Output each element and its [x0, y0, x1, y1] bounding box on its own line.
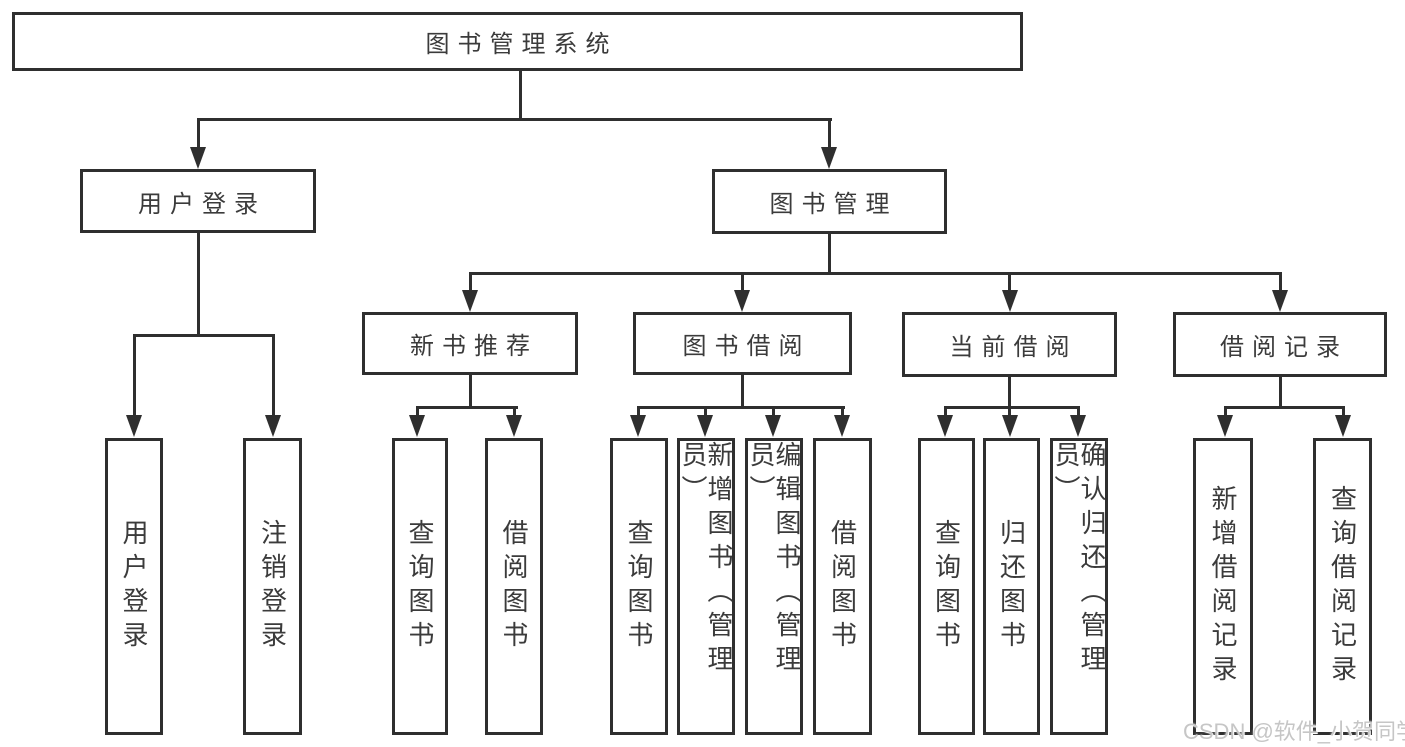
- arrow-down-icon: [506, 415, 522, 437]
- leaf-query-books-recommend: 查询图书: [392, 438, 448, 735]
- leaf-query-borrow-record: 查询借阅记录: [1313, 438, 1372, 735]
- connector-line: [416, 408, 419, 417]
- connector-line: [197, 118, 832, 121]
- connector-line: [1008, 408, 1011, 417]
- connector-line: [513, 408, 516, 417]
- connector-line: [1008, 274, 1011, 292]
- arrow-down-icon: [937, 415, 953, 437]
- connector-line: [841, 408, 844, 417]
- node-library-management-system: 图书管理系统: [12, 12, 1023, 71]
- leaf-confirm-return-admin: 确认归还（管理员）: [1050, 438, 1108, 735]
- leaf-edit-book-admin: 编辑图书（管理员）: [745, 438, 803, 735]
- connector-line: [741, 375, 744, 408]
- arrow-down-icon: [834, 415, 850, 437]
- connector-line: [272, 336, 275, 416]
- leaf-user-login: 用户登录: [105, 438, 163, 735]
- node-book-borrowing: 图书借阅: [633, 312, 852, 375]
- connector-line: [469, 274, 472, 292]
- leaf-add-book-admin: 新增图书（管理员）: [677, 438, 735, 735]
- leaf-return-books: 归还图书: [983, 438, 1040, 735]
- arrow-down-icon: [697, 415, 713, 437]
- connector-line: [1224, 406, 1345, 409]
- connector-line: [828, 234, 831, 274]
- node-new-book-recommend: 新书推荐: [362, 312, 578, 375]
- arrow-down-icon: [1335, 415, 1351, 437]
- connector-line: [1077, 408, 1080, 417]
- connector-line: [133, 336, 136, 416]
- arrow-down-icon: [265, 415, 281, 437]
- connector-line: [519, 71, 522, 118]
- arrow-down-icon: [126, 415, 142, 437]
- arrow-down-icon: [1272, 290, 1288, 312]
- leaf-borrow-books-recommend: 借阅图书: [485, 438, 543, 735]
- connector-line: [1224, 408, 1227, 417]
- connector-line: [197, 120, 200, 149]
- connector-line: [828, 120, 831, 149]
- leaf-logout: 注销登录: [243, 438, 302, 735]
- leaf-query-books-borrowing: 查询图书: [610, 438, 668, 735]
- connector-line: [1342, 408, 1345, 417]
- arrow-down-icon: [765, 415, 781, 437]
- connector-line: [469, 272, 1282, 275]
- arrow-down-icon: [821, 147, 837, 169]
- leaf-add-borrow-record: 新增借阅记录: [1193, 438, 1253, 735]
- leaf-query-books-current: 查询图书: [918, 438, 975, 735]
- connector-line: [637, 406, 845, 409]
- connector-line: [704, 408, 707, 417]
- node-current-borrowing: 当前借阅: [902, 312, 1117, 377]
- connector-line: [133, 334, 275, 337]
- leaf-borrow-books-borrowing: 借阅图书: [813, 438, 872, 735]
- arrow-down-icon: [1002, 415, 1018, 437]
- arrow-down-icon: [1002, 290, 1018, 312]
- connector-line: [1279, 274, 1282, 292]
- connector-line: [1279, 377, 1282, 408]
- arrow-down-icon: [190, 147, 206, 169]
- connector-line: [772, 408, 775, 417]
- connector-line: [197, 233, 200, 337]
- arrow-down-icon: [409, 415, 425, 437]
- connector-line: [416, 406, 518, 409]
- arrow-down-icon: [734, 290, 750, 312]
- arrow-down-icon: [1070, 415, 1086, 437]
- connector-line: [637, 408, 640, 417]
- connector-line: [469, 375, 472, 408]
- node-user-login: 用户登录: [80, 169, 316, 233]
- watermark: CSDN @软件_小贺同学: [1183, 719, 1405, 744]
- connector-line: [1008, 377, 1011, 408]
- arrow-down-icon: [462, 290, 478, 312]
- connector-line: [944, 406, 1080, 409]
- node-borrowing-records: 借阅记录: [1173, 312, 1387, 377]
- node-book-management: 图书管理: [712, 169, 947, 234]
- connector-line: [741, 274, 744, 292]
- arrow-down-icon: [1217, 415, 1233, 437]
- connector-line: [944, 408, 947, 417]
- arrow-down-icon: [630, 415, 646, 437]
